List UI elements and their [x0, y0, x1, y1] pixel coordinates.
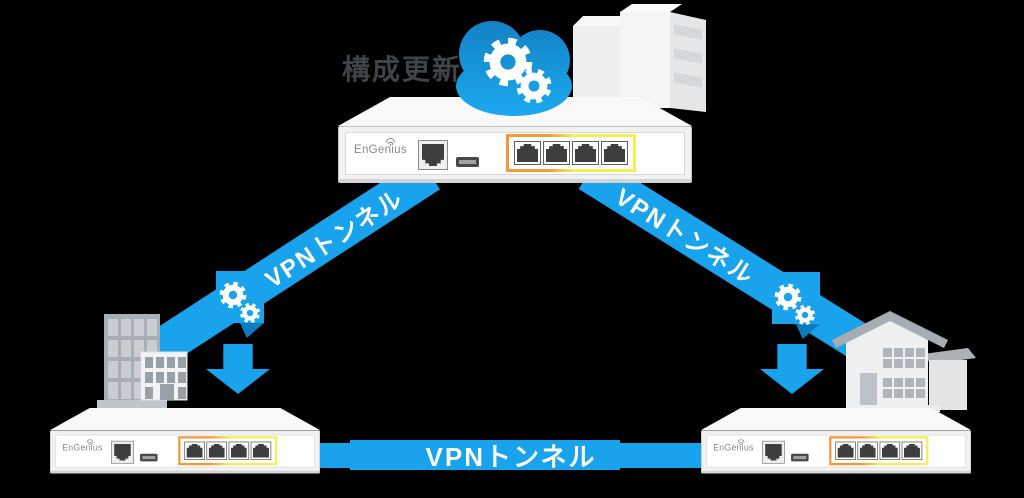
rj45-jack — [903, 443, 920, 458]
lan-port-group — [829, 436, 929, 466]
gear-icon — [516, 68, 552, 104]
lan-port-group — [178, 436, 278, 466]
lan-port-group — [506, 134, 636, 172]
usb-port — [791, 453, 809, 462]
rj45-jack — [230, 443, 247, 458]
lan-port — [184, 441, 205, 460]
branch-router-left: EnGenius — [50, 408, 321, 474]
brand-text: EnGenius — [713, 443, 754, 454]
arrow-down-icon — [760, 344, 824, 394]
lan-port — [572, 141, 599, 165]
brand-logo: EnGenius — [713, 439, 754, 454]
lan-port — [250, 441, 272, 460]
gear-icon — [794, 304, 816, 326]
router-faceplate: EnGenius — [345, 132, 685, 175]
wan-port — [111, 440, 134, 464]
router-top-face — [701, 408, 972, 431]
rj45-jack — [837, 443, 854, 458]
wan-port — [762, 440, 785, 464]
rj45-jack — [114, 443, 131, 461]
router-front-panel: EnGenius — [701, 430, 972, 474]
rj45-jack — [252, 443, 269, 458]
router-front-panel: EnGenius — [50, 430, 321, 474]
rj45-jack — [517, 144, 538, 162]
brand-text: EnGenius — [62, 443, 103, 454]
cloud-router: EnGenius — [338, 97, 692, 183]
rj45-jack — [208, 443, 225, 458]
rj45-jack — [765, 443, 782, 461]
vpn-tunnel-label: VPNトンネル — [610, 183, 760, 291]
brand-logo: EnGenius — [62, 439, 103, 454]
office-building-icon — [97, 314, 188, 408]
wifi-icon — [86, 439, 94, 446]
gear-icon — [774, 283, 802, 311]
gear-icon — [483, 37, 533, 87]
lan-port — [601, 141, 628, 165]
rj45-jack — [575, 144, 596, 162]
router-faceplate: EnGenius — [706, 434, 966, 468]
usb-port — [140, 453, 158, 462]
lan-port — [901, 441, 923, 460]
house-icon — [831, 310, 976, 412]
rj45-jack — [881, 443, 898, 458]
lan-port — [228, 441, 250, 460]
rj45-jack — [186, 443, 203, 458]
rj45-jack — [422, 144, 444, 166]
branch-router-right: EnGenius — [701, 408, 972, 474]
arrow-down-icon — [206, 344, 270, 394]
usb-port — [456, 157, 479, 167]
lan-port — [514, 141, 541, 165]
server-building-icon — [573, 4, 706, 112]
brand-logo: EnGenius — [354, 138, 407, 156]
rj45-jack — [859, 443, 876, 458]
lan-port — [543, 141, 570, 165]
vpn-tunnel-label: VPNトンネル — [260, 184, 409, 294]
rj45-jack — [604, 144, 625, 162]
vpn-tunnel-label: VPNトンネル — [425, 442, 597, 472]
vpn-tunnel-band-bottom-mid — [350, 440, 620, 470]
wan-port — [418, 140, 448, 170]
router-top-face — [50, 408, 321, 431]
cloud-update-caption: 構成更新 — [342, 54, 463, 85]
router-front-panel: EnGenius — [338, 126, 692, 183]
lan-port — [206, 441, 228, 460]
rj45-jack — [546, 144, 567, 162]
brand-text: EnGenius — [354, 144, 407, 156]
lan-port — [835, 441, 856, 460]
lan-port — [879, 441, 901, 460]
gear-icon — [219, 281, 247, 309]
wifi-icon — [737, 439, 745, 446]
lan-port — [857, 441, 879, 460]
vpn-tunnel-band-bottom: VPNトンネル — [318, 440, 704, 472]
router-faceplate: EnGenius — [55, 434, 315, 468]
wifi-icon — [385, 138, 395, 146]
gear-icon — [239, 302, 261, 324]
